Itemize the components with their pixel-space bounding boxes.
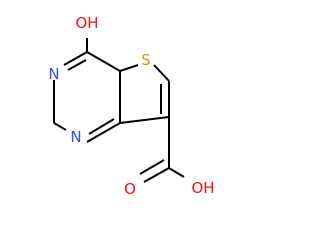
bond-c2-n1 [53, 122, 67, 131]
atom-carboxyl-hydroxyl-label: OH [191, 179, 214, 197]
atom-label-layer: OH S N N O OH [48, 14, 214, 198]
bond-s-c6 [153, 64, 170, 82]
molecule-structure: OH S N N O OH [48, 14, 214, 198]
bond-n1-c7a [86, 122, 121, 143]
bond-c-oh [168, 167, 185, 178]
bond-c-o-double-a [143, 167, 170, 183]
atom-sulfur-label: S [141, 51, 151, 69]
bond-c4-c4a [86, 51, 121, 72]
atom-carbonyl-oxygen-label: O [124, 180, 136, 198]
bond-layer [53, 38, 185, 183]
atom-nitrogen-1-label: N [70, 128, 81, 146]
bond-c4-n3 [63, 51, 88, 66]
bond-c4a-s [119, 64, 139, 72]
atom-hydroxyl-oxygen-label: OH [75, 14, 98, 32]
bond-c-o-double-b [139, 159, 165, 175]
bond-c7-c7a [119, 116, 170, 124]
structure-canvas: OH S N N O OH [48, 14, 215, 198]
atom-nitrogen-3-label: N [48, 65, 59, 83]
bond-n1-c7a-inner [88, 118, 115, 135]
bond-c4-n3-inner [67, 59, 87, 71]
